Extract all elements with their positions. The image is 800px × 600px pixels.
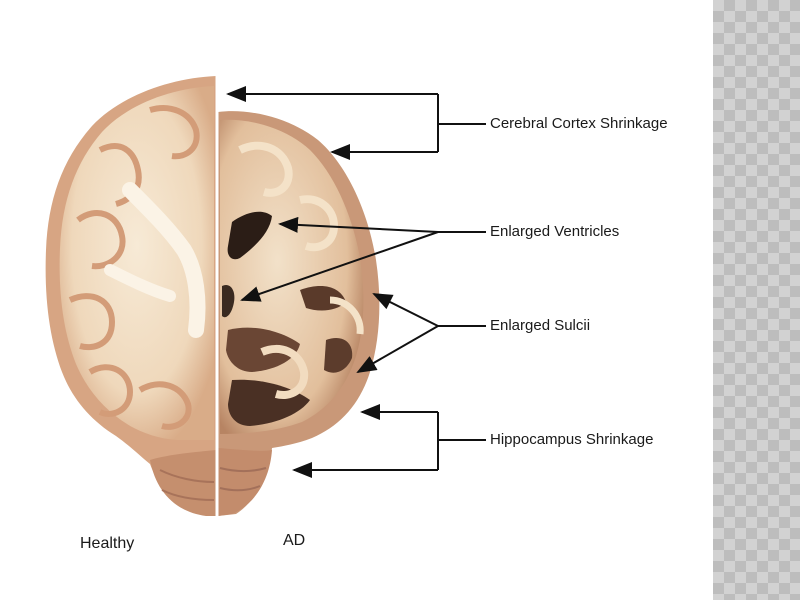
label-enlarged-sulcii: Enlarged Sulcii <box>490 317 591 334</box>
slide: Cerebral Cortex Shrinkage Enlarged Ventr… <box>45 74 668 552</box>
healthy-hemisphere <box>45 76 216 516</box>
label-enlarged-ventricles: Enlarged Ventricles <box>490 223 620 240</box>
ad-hemisphere <box>218 111 380 516</box>
cortex-arrows <box>226 86 486 160</box>
brain-comparison-figure: Cerebral Cortex Shrinkage Enlarged Ventr… <box>45 74 668 552</box>
caption-ad: AD <box>283 532 306 549</box>
label-cortex-shrinkage: Cerebral Cortex Shrinkage <box>490 115 668 132</box>
caption-healthy: Healthy <box>80 535 135 552</box>
hippocampus-arrows <box>292 404 486 478</box>
label-hippocampus-shrinkage: Hippocampus Shrinkage <box>490 431 654 448</box>
ventricles-arrows <box>240 216 486 302</box>
sulcii-arrows <box>356 293 486 373</box>
decorative-side-pattern <box>713 0 800 600</box>
brain-illustration <box>45 74 486 518</box>
